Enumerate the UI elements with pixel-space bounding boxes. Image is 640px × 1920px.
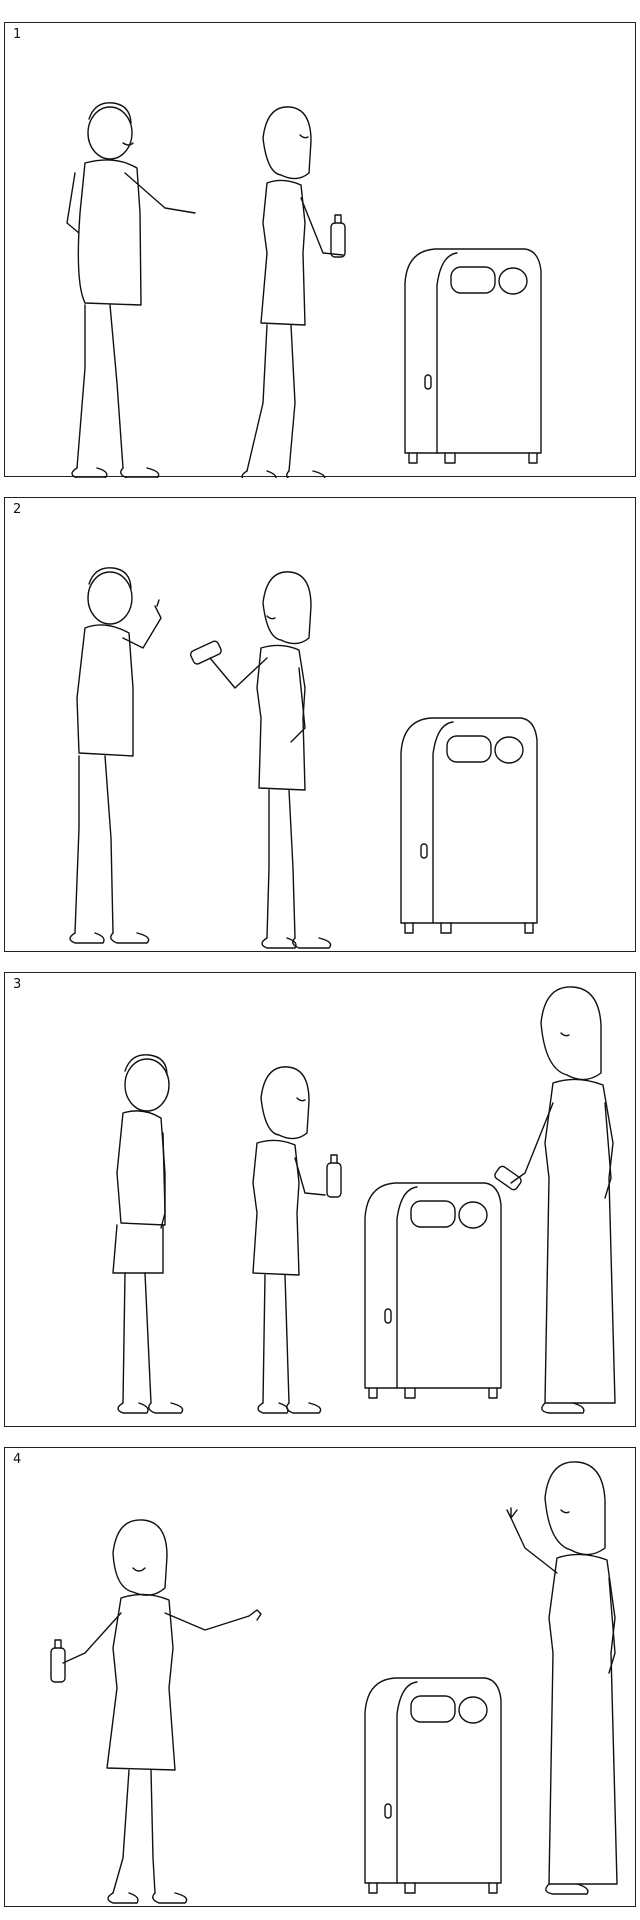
panel-number: 2 <box>13 502 22 517</box>
comic-panel-2: 2 <box>4 497 636 952</box>
panel-number: 3 <box>13 977 22 992</box>
recycling-bin <box>400 717 538 934</box>
girl-figure <box>241 106 346 478</box>
boy-figure <box>112 1054 184 1414</box>
comic-panel-3: 3 <box>4 972 636 1427</box>
girl-figure <box>189 571 332 949</box>
boy-figure <box>66 102 196 478</box>
recycling-bin <box>404 248 542 464</box>
panel-number: 4 <box>13 1452 22 1467</box>
recycling-bin <box>364 1182 502 1399</box>
panel-number: 1 <box>13 27 22 42</box>
panel-1-illustration <box>66 102 542 478</box>
woman-figure <box>494 986 616 1414</box>
boy-figure <box>69 567 162 944</box>
comic-panel-4: 4 <box>4 1447 636 1907</box>
recycling-bin <box>364 1677 502 1894</box>
panel-4-illustration <box>50 1461 618 1904</box>
girl-figure <box>50 1519 262 1904</box>
comic-panel-1: 1 <box>4 22 636 478</box>
girl-figure <box>252 1066 342 1414</box>
woman-figure <box>506 1461 618 1895</box>
panel-2-illustration <box>69 567 538 949</box>
panel-3-illustration <box>112 986 616 1414</box>
